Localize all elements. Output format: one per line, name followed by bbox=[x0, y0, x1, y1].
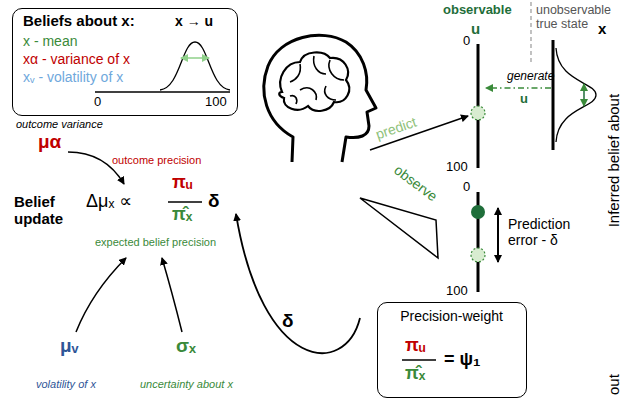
fraction-bar bbox=[402, 359, 436, 361]
predict-label: predict bbox=[374, 114, 419, 143]
axis-tick: 100 bbox=[446, 284, 468, 299]
belief-volatility: xᵥ - volatility of x bbox=[23, 69, 123, 85]
axis-tick: 0 bbox=[463, 180, 470, 195]
fraction-bar bbox=[168, 201, 202, 203]
belief-mean: x - mean bbox=[23, 33, 77, 49]
divider bbox=[530, 2, 531, 62]
outcome-precision-symbol: πᵤ bbox=[405, 335, 425, 356]
axis-tick: 100 bbox=[446, 160, 468, 175]
belief-precision-symbol: π̂ₓ bbox=[172, 204, 192, 225]
uncertainty-arrow bbox=[162, 258, 182, 332]
axis-tick: 0 bbox=[463, 34, 470, 49]
belief-variance: xα - variance of x bbox=[23, 51, 130, 67]
generate-label: generate bbox=[507, 70, 554, 84]
prediction-error-symbol: δ bbox=[208, 190, 220, 212]
axis-tick: 100 bbox=[205, 95, 227, 110]
outcome-precision-symbol: πᵤ bbox=[172, 172, 192, 193]
arrow-label: δ bbox=[282, 310, 294, 332]
side-heading: out bbox=[604, 374, 621, 395]
region-heading: unobservable true state bbox=[536, 3, 624, 32]
parameter-caption: outcome variance bbox=[16, 118, 103, 131]
parameter-symbol: μᵥ bbox=[60, 335, 79, 357]
prediction-error-label: Prediction error - δ bbox=[508, 216, 598, 248]
axis-tick: 0 bbox=[94, 95, 101, 110]
formula-lhs: Δμₓ ∝ bbox=[86, 191, 132, 212]
belief-precision-symbol: π̂ₓ bbox=[405, 363, 425, 384]
box-title: Precision-weight bbox=[400, 308, 503, 324]
generative-mapping: x → u bbox=[175, 13, 213, 29]
side-heading: Inferred belief about bbox=[605, 93, 622, 226]
variable-name: x bbox=[598, 20, 606, 37]
observe-wedge bbox=[360, 198, 438, 258]
prediction-scale bbox=[471, 44, 485, 168]
parameter-caption: volatility of x bbox=[36, 378, 96, 391]
formula-caption: expected belief precision bbox=[95, 236, 216, 249]
parameter-caption: uncertainty about x bbox=[140, 378, 233, 391]
precision-box: Precision-weight πᵤ π̂ₓ = ψ₁ bbox=[377, 302, 527, 398]
belief-box: Beliefs about x: x - mean xα - variance of… bbox=[12, 8, 238, 116]
precision-weight-symbol: = ψ₁ bbox=[444, 349, 481, 370]
true-state-scale bbox=[486, 40, 596, 150]
parameter-symbol: σₓ bbox=[176, 335, 196, 357]
head-icon bbox=[264, 35, 376, 162]
belief-update-label: Belief update bbox=[14, 193, 82, 228]
region-heading: observable bbox=[443, 3, 512, 18]
box-title: Beliefs about x: bbox=[23, 12, 135, 29]
variable-name: u bbox=[520, 92, 528, 107]
parameter-symbol: μα bbox=[38, 131, 61, 153]
variable-name: u bbox=[471, 20, 480, 37]
volatility-arrow bbox=[76, 258, 126, 332]
error-feedback-arrow bbox=[236, 214, 360, 353]
observe-label: observe bbox=[391, 162, 440, 205]
observation-scale bbox=[471, 192, 498, 292]
formula-caption: outcome precision bbox=[112, 154, 201, 167]
